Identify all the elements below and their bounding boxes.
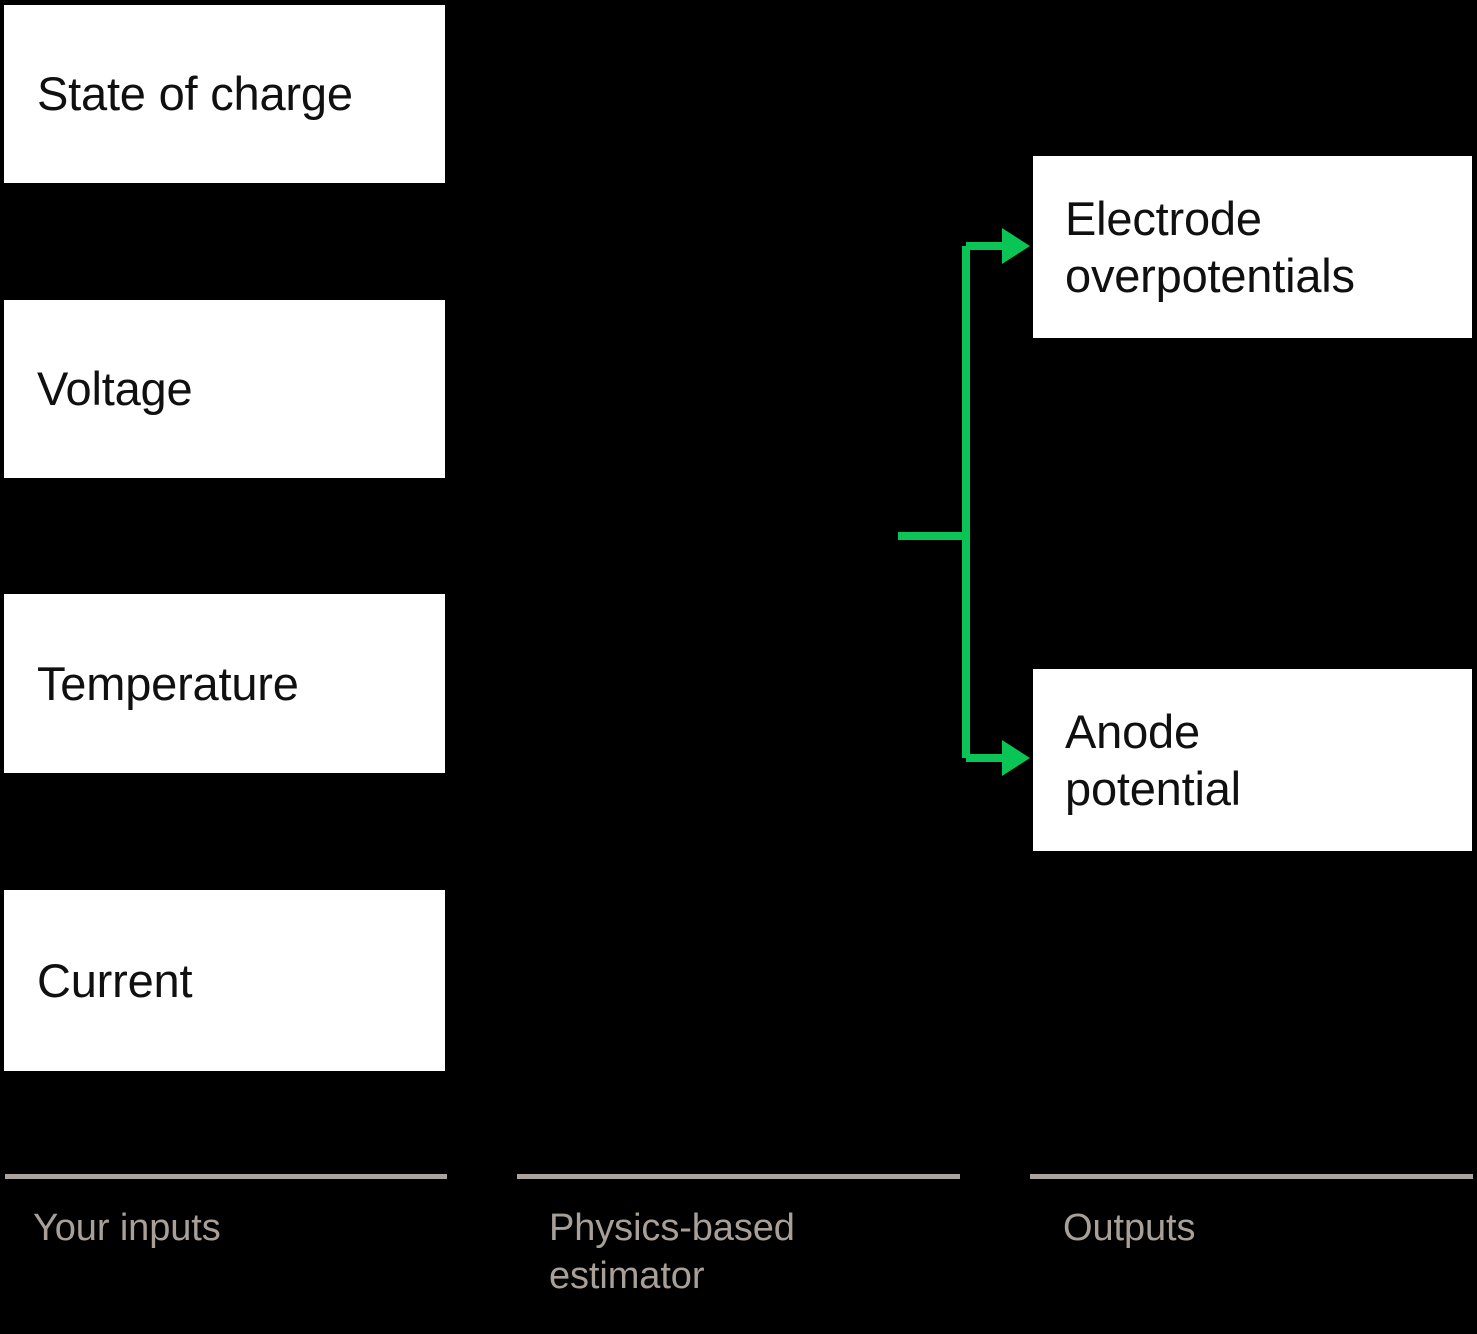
legend-column-outputs: Outputs (1030, 1174, 1473, 1252)
output-box-electrode-overpotentials: Electrode overpotentials (1033, 156, 1472, 338)
input-label-state-of-charge: State of charge (37, 67, 353, 121)
input-label-current: Current (37, 953, 193, 1007)
arrowhead-upper-icon (1002, 228, 1030, 264)
input-label-voltage: Voltage (37, 362, 193, 416)
legend-divider-inputs (5, 1174, 447, 1179)
legend-label-estimator: Physics-based estimator (549, 1207, 795, 1298)
input-label-temperature: Temperature (37, 656, 299, 710)
legend-divider-outputs (1030, 1174, 1473, 1179)
legend-label-inputs: Your inputs (33, 1207, 221, 1249)
legend-column-estimator: Physics-based estimator (517, 1174, 960, 1301)
input-box-current: Current (4, 890, 445, 1071)
input-box-voltage: Voltage (4, 300, 445, 478)
arrowhead-lower-icon (1002, 740, 1030, 776)
input-box-state-of-charge: State of charge (4, 5, 445, 183)
output-label-electrode-overpotentials: Electrode overpotentials (1065, 191, 1355, 302)
legend-divider-estimator (517, 1174, 960, 1179)
output-box-anode-potential: Anode potential (1033, 669, 1472, 851)
legend-label-outputs: Outputs (1063, 1207, 1196, 1249)
input-box-temperature: Temperature (4, 594, 445, 773)
legend-column-inputs: Your inputs (5, 1174, 447, 1252)
branching-arrow-connector (898, 228, 1030, 776)
output-label-anode-potential: Anode potential (1065, 704, 1241, 815)
